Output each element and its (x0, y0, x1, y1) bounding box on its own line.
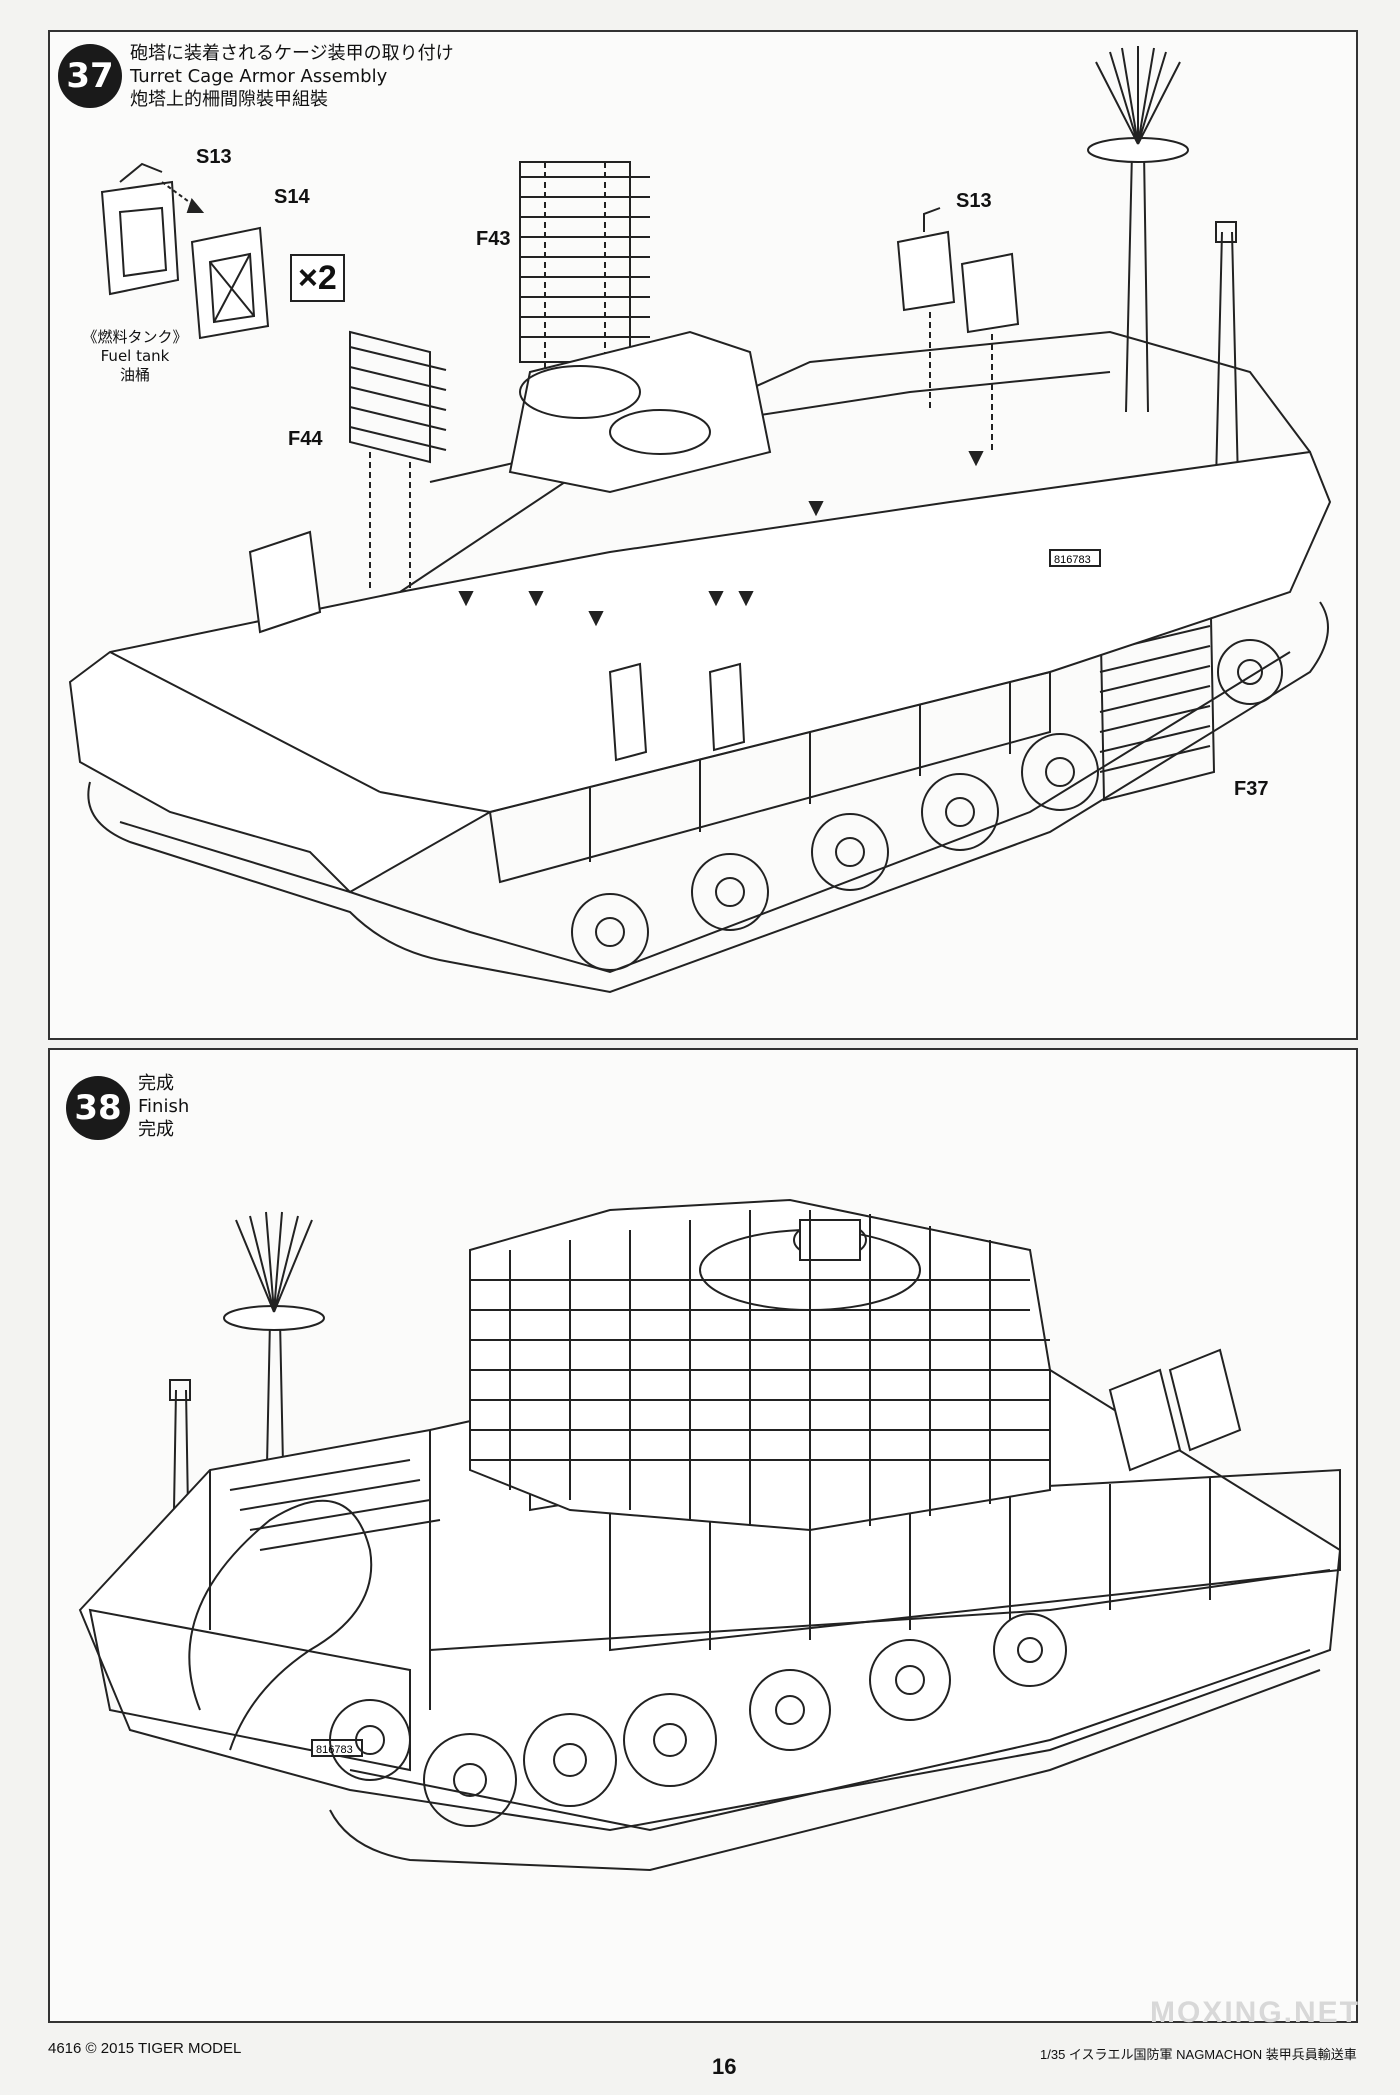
fuel-can-icon (190, 226, 270, 340)
fuel-tank-ja: 《燃料タンク》 (82, 328, 188, 346)
step-37-drawing: 816783 (68, 46, 1332, 994)
cage-f44 (349, 330, 447, 602)
fuel-tank-note: 《燃料タンク》 Fuel tank 油桶 (70, 328, 200, 385)
fuel-tank-en: Fuel tank (100, 347, 170, 365)
step-38-drawing: 816783 (78, 1198, 1342, 1872)
part-label-f43: F43 (476, 228, 511, 250)
step-37-badge: 37 (58, 44, 122, 108)
step-37-titles: 砲塔に装着されるケージ装甲の取り付け Turret Cage Armor Ass… (130, 42, 454, 111)
hull-number-38: 816783 (316, 1744, 353, 1756)
part-label-s13-left: S13 (196, 146, 232, 168)
step-38-badge: 38 (66, 1076, 130, 1140)
part-label-s13-right: S13 (956, 190, 992, 212)
turret-cage-38 (469, 1198, 1051, 1532)
step-37-title-zh: 炮塔上的柵間隙裝甲組裝 (130, 89, 328, 110)
step-38-title-en: Finish (138, 1096, 190, 1117)
footer-product-name: 1/35 イスラエル国防軍 NAGMACHON 装甲兵員輸送車 (1040, 2047, 1357, 2062)
footer-copyright: 4616 © 2015 TIGER MODEL (48, 2040, 242, 2057)
page-number: 16 (712, 2054, 737, 2079)
part-label-f44: F44 (288, 428, 323, 450)
vehicle-hull-37 (68, 330, 1332, 994)
part-label-s14: S14 (274, 186, 310, 208)
step-37-title-en: Turret Cage Armor Assembly (130, 66, 388, 87)
fuel-tank-zh: 油桶 (119, 366, 150, 384)
hull-number-37: 816783 (1054, 554, 1091, 566)
watermark: MOXING.NET (1149, 1996, 1360, 2029)
step-38-panel: 38 完成 Finish 完成 (48, 1048, 1358, 2023)
step-37-title-ja: 砲塔に装着されるケージ装甲の取り付け (130, 43, 454, 64)
quantity-multiplier: ×2 (290, 254, 345, 302)
part-label-f37: F37 (1234, 778, 1269, 800)
step-37-panel: 37 砲塔に装着されるケージ装甲の取り付け Turret Cage Armor … (48, 30, 1358, 1040)
step-38-titles: 完成 Finish 完成 (138, 1072, 189, 1141)
step-38-title-zh: 完成 (138, 1119, 174, 1140)
fuel-can-icon (100, 162, 180, 296)
step-38-title-ja: 完成 (138, 1073, 174, 1094)
arrow-down-icon (458, 451, 984, 627)
